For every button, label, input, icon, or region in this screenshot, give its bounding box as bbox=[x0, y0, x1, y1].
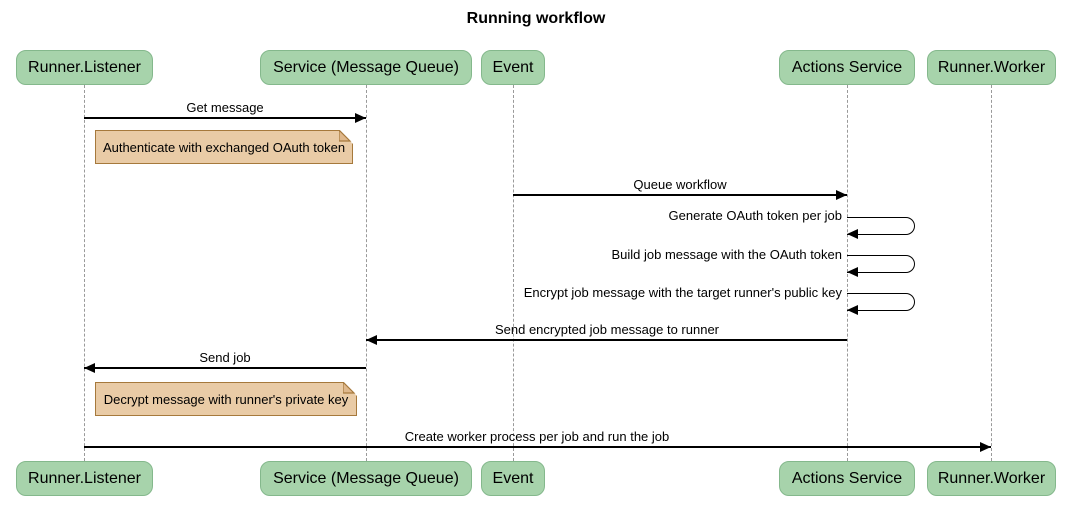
arrowhead-right-icon bbox=[980, 442, 991, 452]
arrowhead-right-icon bbox=[355, 113, 366, 123]
actor-event-bottom: Event bbox=[481, 461, 545, 496]
message-label-send-job: Send job bbox=[199, 350, 251, 365]
message-label-generate-oauth-token: Generate OAuth token per job bbox=[668, 208, 842, 223]
actor-runner-listener-top: Runner.Listener bbox=[16, 50, 153, 85]
lifeline-service-message-queue bbox=[366, 85, 367, 461]
arrowhead-right-icon bbox=[836, 190, 847, 200]
message-line bbox=[366, 339, 847, 341]
actor-runner-worker-top: Runner.Worker bbox=[927, 50, 1056, 85]
actor-runner-listener-bottom: Runner.Listener bbox=[16, 461, 153, 496]
self-loop bbox=[847, 255, 915, 273]
message-line bbox=[84, 117, 366, 119]
actor-service-message-queue-bottom: Service (Message Queue) bbox=[260, 461, 472, 496]
note-authenticate: Authenticate with exchanged OAuth token bbox=[95, 130, 353, 164]
lifeline-runner-worker bbox=[991, 85, 992, 461]
message-label-encrypt-job-message: Encrypt job message with the target runn… bbox=[523, 285, 842, 300]
actor-actions-service-top: Actions Service bbox=[779, 50, 915, 85]
lifeline-runner-listener bbox=[84, 85, 85, 461]
message-label-send-encrypted-job: Send encrypted job message to runner bbox=[494, 322, 720, 337]
self-loop bbox=[847, 293, 915, 311]
note-fold-icon bbox=[339, 130, 353, 144]
message-label-build-job-message: Build job message with the OAuth token bbox=[611, 247, 842, 262]
actor-event-top: Event bbox=[481, 50, 545, 85]
lifeline-event bbox=[513, 85, 514, 461]
arrowhead-left-icon bbox=[847, 305, 858, 315]
note-decrypt-label: Decrypt message with runner's private ke… bbox=[103, 391, 349, 407]
actor-actions-service-bottom: Actions Service bbox=[779, 461, 915, 496]
message-label-queue-workflow: Queue workflow bbox=[633, 177, 727, 192]
note-decrypt: Decrypt message with runner's private ke… bbox=[95, 382, 357, 416]
arrowhead-left-icon bbox=[366, 335, 377, 345]
arrowhead-left-icon bbox=[847, 267, 858, 277]
actor-service-message-queue-top: Service (Message Queue) bbox=[260, 50, 472, 85]
message-line bbox=[84, 367, 366, 369]
message-line bbox=[513, 194, 847, 196]
message-line bbox=[84, 446, 991, 448]
diagram-title: Running workflow bbox=[466, 10, 606, 27]
note-fold-icon bbox=[343, 382, 357, 396]
self-loop bbox=[847, 217, 915, 235]
arrowhead-left-icon bbox=[84, 363, 95, 373]
actor-runner-worker-bottom: Runner.Worker bbox=[927, 461, 1056, 496]
arrowhead-left-icon bbox=[847, 229, 858, 239]
message-label-create-worker: Create worker process per job and run th… bbox=[404, 429, 670, 444]
note-authenticate-label: Authenticate with exchanged OAuth token bbox=[102, 139, 346, 155]
message-label-get-message: Get message bbox=[186, 100, 264, 115]
